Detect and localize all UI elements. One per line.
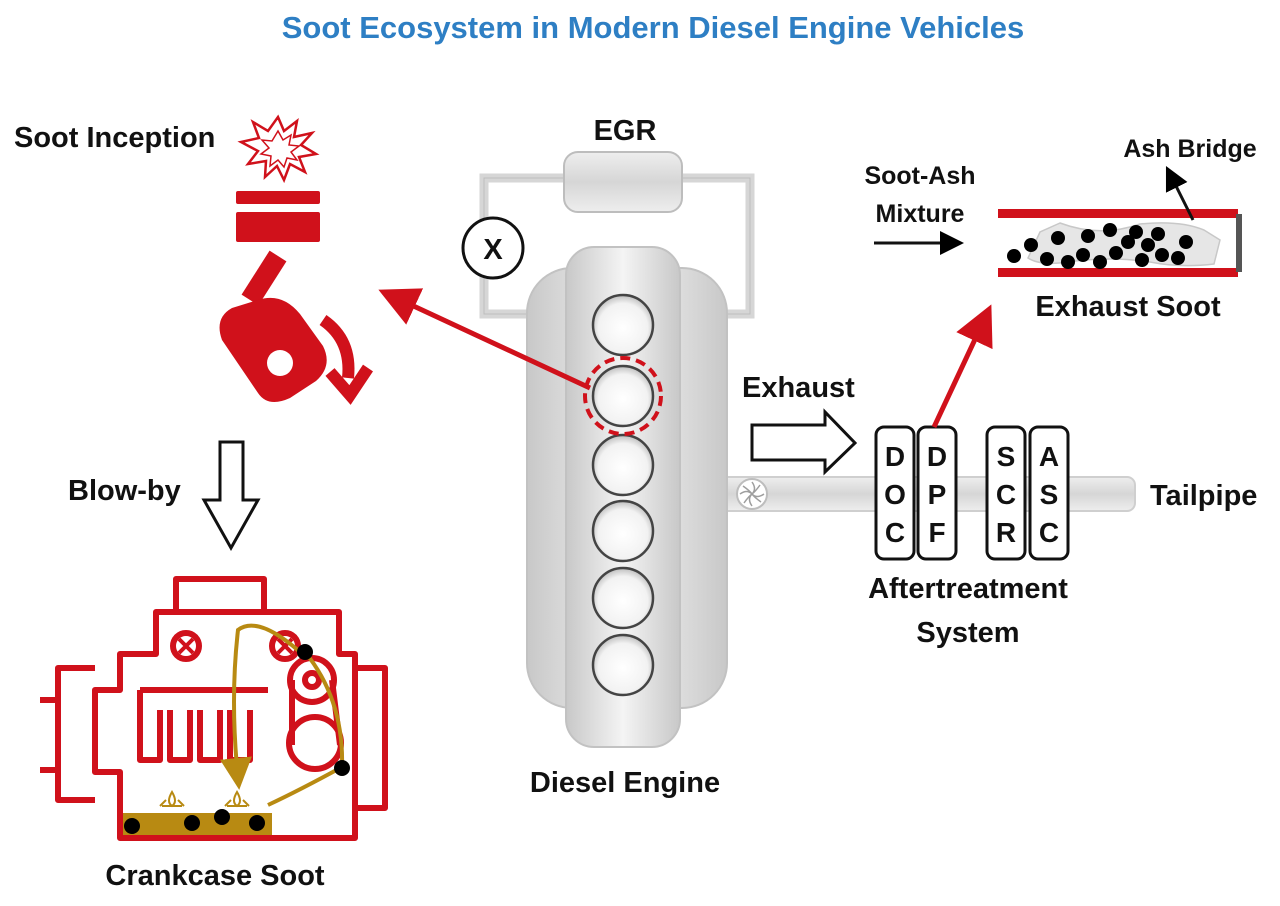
soot-particle [1141, 238, 1155, 252]
unit-letter: C [885, 517, 905, 548]
unit-letter: D [885, 441, 905, 472]
soot-ash-label-line2: Mixture [876, 200, 965, 228]
diesel-engine-label: Diesel Engine [530, 767, 720, 799]
exhaust-soot-particles [1007, 223, 1193, 269]
unit-letter: S [1040, 479, 1059, 510]
soot-particle [1129, 225, 1143, 239]
cylinder-3 [591, 433, 655, 497]
soot-particle [1076, 248, 1090, 262]
soot-particle [1151, 227, 1165, 241]
soot-particle [249, 815, 265, 831]
soot-ash-label-line1: Soot-Ash [864, 162, 975, 190]
cylinder-1 [591, 293, 655, 357]
aftertreatment-unit-dpf: DPF [916, 425, 958, 561]
aftertreatment-label-line1: Aftertreatment [868, 573, 1068, 605]
soot-particle [1007, 249, 1021, 263]
soot-inception-label: Soot Inception [14, 122, 215, 154]
unit-letter: P [928, 479, 947, 510]
cylinder-5 [591, 566, 655, 630]
cylinder-4 [591, 499, 655, 563]
soot-particle [334, 760, 350, 776]
soot-particle [1103, 223, 1117, 237]
soot-particle [1155, 248, 1169, 262]
blow-by-arrow [201, 440, 261, 552]
highlighted-cylinder-ring [583, 356, 663, 436]
soot-particle [297, 644, 313, 660]
soot-particle [184, 815, 200, 831]
crankcase-soot-particles [124, 644, 350, 834]
soot-particle [1179, 235, 1193, 249]
egr-cooler [563, 151, 683, 213]
egr-label: EGR [594, 115, 657, 147]
unit-letter: A [1039, 441, 1059, 472]
soot-particle [1081, 229, 1095, 243]
soot-particle [1024, 238, 1038, 252]
dpf-to-exhaust-soot-arrow [931, 304, 993, 429]
diagram-title: Soot Ecosystem in Modern Diesel Engine V… [282, 10, 1025, 45]
soot-particle [1093, 255, 1107, 269]
soot-particle [214, 809, 230, 825]
aftertreatment-label-line2: System [916, 617, 1019, 649]
unit-letter: C [1039, 517, 1059, 548]
soot-particle [1109, 246, 1123, 260]
explosion-icon [237, 114, 320, 184]
oil-droplet-icons [159, 790, 250, 808]
soot-particle [124, 818, 140, 834]
soot-particle [1171, 251, 1185, 265]
soot-particle [1061, 255, 1075, 269]
unit-letter: S [997, 441, 1016, 472]
aftertreatment-unit-scr: SCR [985, 425, 1027, 561]
exhaust-flow-arrow [750, 408, 858, 476]
ash-bridge-arrow [1165, 165, 1195, 221]
cylinder-to-inception-arrow [378, 288, 592, 391]
piston-crank-icon [219, 191, 373, 405]
crankcase-soot-label: Crankcase Soot [105, 860, 325, 892]
unit-letter: D [927, 441, 947, 472]
blow-by-gas-path [220, 623, 302, 790]
soot-particle [1040, 252, 1054, 266]
exhaust-label: Exhaust [742, 372, 855, 404]
ash-bridge-label: Ash Bridge [1123, 135, 1256, 163]
unit-letter: R [996, 517, 1016, 548]
cylinder-group [591, 293, 655, 697]
unit-letter: O [884, 479, 906, 510]
unit-letter: C [996, 479, 1016, 510]
unit-letter: F [928, 517, 945, 548]
turbo-icon [736, 478, 768, 510]
egr-valve-icon: X [461, 216, 525, 280]
svg-text:X: X [483, 234, 503, 266]
aftertreatment-unit-asc: ASC [1028, 425, 1070, 561]
blow-by-label: Blow-by [68, 475, 181, 507]
soot-particle [1051, 231, 1065, 245]
soot-particle [1135, 253, 1149, 267]
soot-particle [1121, 235, 1135, 249]
tailpipe-label: Tailpipe [1150, 480, 1257, 512]
diesel-engine-block [526, 246, 728, 748]
aftertreatment-unit-doc: DOC [874, 425, 916, 561]
crankcase-engine-icon [40, 576, 388, 841]
exhaust-soot-label: Exhaust Soot [1035, 291, 1221, 323]
cylinder-2 [591, 364, 655, 428]
cylinder-6 [591, 633, 655, 697]
